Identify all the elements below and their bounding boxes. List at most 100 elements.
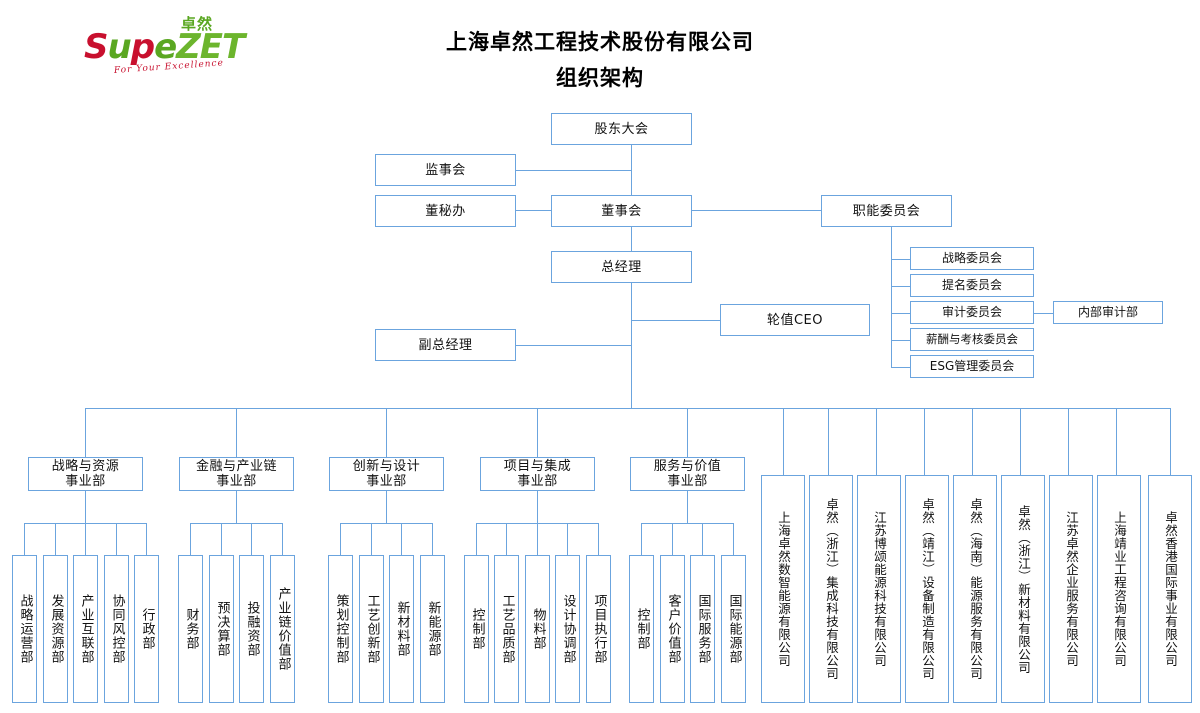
box-committee-esg[interactable]: ESG管理委员会 bbox=[910, 355, 1034, 378]
box-subsidiary-8[interactable]: 上海靖业工程咨询有限公司 bbox=[1097, 475, 1141, 703]
page-title: 上海卓然工程技术股份有限公司 bbox=[446, 30, 754, 54]
box-subsidiary-9[interactable]: 卓然香港国际事业有限公司 bbox=[1148, 475, 1192, 703]
box-committee-strategy[interactable]: 战略委员会 bbox=[910, 247, 1034, 270]
box-shareholders-meeting[interactable]: 股东大会 bbox=[551, 113, 692, 145]
line-gm-to-deputy bbox=[516, 345, 631, 346]
line-div5-drop-2 bbox=[672, 523, 673, 555]
line-div3-stem bbox=[386, 491, 387, 523]
line-div5-drop-4 bbox=[733, 523, 734, 555]
division-2-line2: 事业部 bbox=[216, 474, 257, 489]
line-drop-subsidiary-4 bbox=[924, 408, 925, 475]
box-dept-5-2[interactable]: 客户价值部 bbox=[660, 555, 685, 703]
box-board-secretary-office[interactable]: 董秘办 bbox=[375, 195, 516, 227]
box-subsidiary-4[interactable]: 卓然（靖江）设备制造有限公司 bbox=[905, 475, 949, 703]
division-2-line1: 金融与产业链 bbox=[195, 459, 277, 474]
box-division-4[interactable]: 项目与集成 事业部 bbox=[480, 457, 595, 491]
line-supervisory-to-spine bbox=[516, 170, 631, 171]
division-5-line2: 事业部 bbox=[667, 474, 708, 489]
division-1-line1: 战略与资源 bbox=[51, 459, 120, 474]
company-logo: 卓然 SupeZET For Your Excellence bbox=[84, 14, 254, 80]
line-drop-subsidiary-5 bbox=[972, 408, 973, 475]
logo-chinese-mark: 卓然 bbox=[180, 15, 213, 33]
line-div4-drop-3 bbox=[537, 523, 538, 555]
box-dept-1-3[interactable]: 产业互联部 bbox=[73, 555, 98, 703]
line-drop-division-1 bbox=[85, 408, 86, 457]
division-4-line1: 项目与集成 bbox=[503, 459, 572, 474]
box-dept-2-3[interactable]: 投融资部 bbox=[239, 555, 264, 703]
box-dept-4-1[interactable]: 控制部 bbox=[464, 555, 489, 703]
box-subsidiary-6[interactable]: 卓然（浙江）新材料有限公司 bbox=[1001, 475, 1045, 703]
box-dept-5-1[interactable]: 控制部 bbox=[629, 555, 654, 703]
line-div4-drop-5 bbox=[598, 523, 599, 555]
line-div4-stem bbox=[537, 491, 538, 523]
line-drop-division-4 bbox=[537, 408, 538, 457]
line-drop-subsidiary-7 bbox=[1068, 408, 1069, 475]
line-div5-bar bbox=[641, 523, 733, 524]
box-dept-3-1[interactable]: 策划控制部 bbox=[328, 555, 353, 703]
line-committee-4 bbox=[891, 340, 910, 341]
division-5-line1: 服务与价值 bbox=[653, 459, 722, 474]
line-div3-drop-3 bbox=[401, 523, 402, 555]
box-committee-audit[interactable]: 审计委员会 bbox=[910, 301, 1034, 324]
line-drop-subsidiary-9 bbox=[1170, 408, 1171, 475]
box-division-1[interactable]: 战略与资源 事业部 bbox=[28, 457, 143, 491]
box-committee-compensation[interactable]: 薪酬与考核委员会 bbox=[910, 328, 1034, 351]
line-div3-drop-1 bbox=[340, 523, 341, 555]
line-main-bus bbox=[85, 408, 1171, 409]
box-subsidiary-7[interactable]: 江苏卓然企业服务有限公司 bbox=[1049, 475, 1093, 703]
line-drop-subsidiary-6 bbox=[1020, 408, 1021, 475]
box-dept-3-4[interactable]: 新能源部 bbox=[420, 555, 445, 703]
line-div2-drop-1 bbox=[190, 523, 191, 555]
box-dept-3-3[interactable]: 新材料部 bbox=[389, 555, 414, 703]
box-board-of-directors[interactable]: 董事会 bbox=[551, 195, 692, 227]
box-general-manager[interactable]: 总经理 bbox=[551, 251, 692, 283]
box-supervisory-board[interactable]: 监事会 bbox=[375, 154, 516, 186]
box-dept-1-1[interactable]: 战略运营部 bbox=[12, 555, 37, 703]
box-division-5[interactable]: 服务与价值 事业部 bbox=[630, 457, 745, 491]
box-dept-1-4[interactable]: 协同风控部 bbox=[104, 555, 129, 703]
line-div5-drop-3 bbox=[702, 523, 703, 555]
line-div2-bar bbox=[190, 523, 282, 524]
box-division-2[interactable]: 金融与产业链 事业部 bbox=[179, 457, 294, 491]
box-subsidiary-2[interactable]: 卓然（浙江）集成科技有限公司 bbox=[809, 475, 853, 703]
line-div5-stem bbox=[687, 491, 688, 523]
box-dept-3-2[interactable]: 工艺创新部 bbox=[359, 555, 384, 703]
box-rotating-ceo[interactable]: 轮值CEO bbox=[720, 304, 870, 336]
box-functional-committee[interactable]: 职能委员会 bbox=[821, 195, 952, 227]
box-dept-4-2[interactable]: 工艺品质部 bbox=[494, 555, 519, 703]
line-div1-drop-4 bbox=[116, 523, 117, 555]
box-dept-4-4[interactable]: 设计协调部 bbox=[555, 555, 580, 703]
division-1-line2: 事业部 bbox=[65, 474, 106, 489]
line-gm-spine bbox=[631, 283, 632, 408]
box-dept-1-2[interactable]: 发展资源部 bbox=[43, 555, 68, 703]
box-subsidiary-5[interactable]: 卓然（海南）能源服务有限公司 bbox=[953, 475, 997, 703]
box-dept-4-5[interactable]: 项目执行部 bbox=[586, 555, 611, 703]
box-subsidiary-1[interactable]: 上海卓然数智能源有限公司 bbox=[761, 475, 805, 703]
line-div1-drop-1 bbox=[24, 523, 25, 555]
line-div2-stem bbox=[236, 491, 237, 523]
box-division-3[interactable]: 创新与设计 事业部 bbox=[329, 457, 444, 491]
line-div3-bar bbox=[340, 523, 432, 524]
line-committee-5 bbox=[891, 367, 910, 368]
box-subsidiary-3[interactable]: 江苏博颂能源科技有限公司 bbox=[857, 475, 901, 703]
box-dept-2-1[interactable]: 财务部 bbox=[178, 555, 203, 703]
box-internal-audit-dept[interactable]: 内部审计部 bbox=[1053, 301, 1163, 324]
box-deputy-general-manager[interactable]: 副总经理 bbox=[375, 329, 516, 361]
box-dept-5-4[interactable]: 国际能源部 bbox=[721, 555, 746, 703]
box-dept-2-2[interactable]: 预决算部 bbox=[209, 555, 234, 703]
box-dept-1-5[interactable]: 行政部 bbox=[134, 555, 159, 703]
logo-wordmark: SupeZET bbox=[84, 27, 245, 67]
line-div2-drop-2 bbox=[221, 523, 222, 555]
box-committee-nomination[interactable]: 提名委员会 bbox=[910, 274, 1034, 297]
line-drop-division-2 bbox=[236, 408, 237, 457]
division-3-line2: 事业部 bbox=[366, 474, 407, 489]
line-board-to-committee bbox=[691, 210, 821, 211]
line-gm-to-rotating-ceo bbox=[631, 320, 720, 321]
box-dept-5-3[interactable]: 国际服务部 bbox=[690, 555, 715, 703]
division-3-line1: 创新与设计 bbox=[352, 459, 421, 474]
line-drop-division-3 bbox=[386, 408, 387, 457]
line-div1-stem bbox=[85, 491, 86, 523]
box-dept-2-4[interactable]: 产业链价值部 bbox=[270, 555, 295, 703]
box-dept-4-3[interactable]: 物料部 bbox=[525, 555, 550, 703]
line-drop-subsidiary-1 bbox=[783, 408, 784, 475]
